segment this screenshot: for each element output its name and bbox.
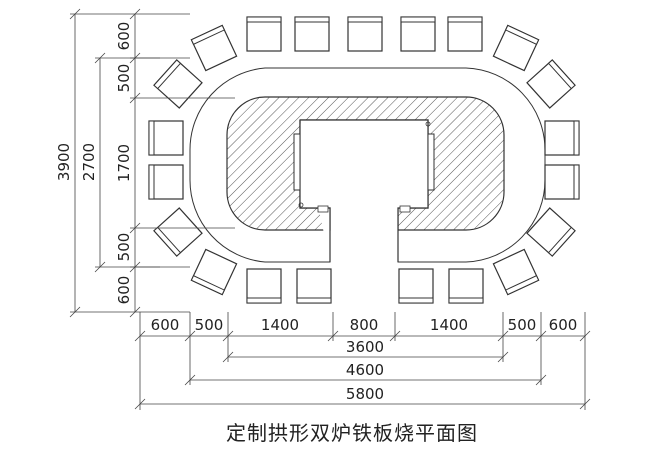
chair: [526, 59, 576, 109]
dim-h-800: 800: [350, 316, 379, 334]
dim-v-1700: 1700: [115, 144, 133, 182]
counter-outline: [189, 67, 546, 263]
dim-4600: 4600: [346, 361, 384, 379]
chair: [148, 164, 184, 200]
dim-v-600-top: 600: [115, 22, 133, 51]
dim-h-1400-right: 1400: [430, 316, 468, 334]
chair: [544, 164, 580, 200]
chair: [347, 16, 383, 52]
chair: [190, 248, 238, 296]
horizontal-dimensions: 600 500 1400 800 1400 500 600 3600 4600 …: [134, 312, 591, 410]
chair: [148, 120, 184, 156]
chair: [153, 59, 203, 109]
chair: [246, 16, 282, 52]
chair: [398, 268, 434, 304]
dim-2700: 2700: [80, 143, 98, 181]
chair: [294, 16, 330, 52]
chair: [526, 207, 576, 257]
chair: [246, 268, 282, 304]
chair: [400, 16, 436, 52]
chair: [447, 16, 483, 52]
dim-5800: 5800: [346, 385, 384, 403]
dim-3900: 3900: [55, 143, 73, 181]
inner-work-aisle: [293, 119, 435, 262]
chair: [153, 207, 203, 257]
drawing-title: 定制拱形双炉铁板烧平面图: [226, 421, 478, 445]
dim-h-500-right: 500: [508, 316, 537, 334]
chair: [492, 248, 540, 296]
chair: [190, 24, 238, 72]
chair: [448, 268, 484, 304]
chair: [296, 268, 332, 304]
chair: [492, 24, 540, 72]
dim-h-600-right: 600: [549, 316, 578, 334]
dim-3600: 3600: [346, 338, 384, 356]
dim-h-1400-left: 1400: [261, 316, 299, 334]
dim-v-500-bottom: 500: [115, 233, 133, 262]
dim-v-500-top: 500: [115, 64, 133, 93]
dim-h-500-left: 500: [195, 316, 224, 334]
chair: [544, 120, 580, 156]
vertical-dimensions: 3900 2700 600 500 1700 500 600: [55, 8, 235, 318]
dim-h-600-left: 600: [151, 316, 180, 334]
dim-v-600-bottom: 600: [115, 276, 133, 305]
chairs-group: [148, 16, 580, 304]
